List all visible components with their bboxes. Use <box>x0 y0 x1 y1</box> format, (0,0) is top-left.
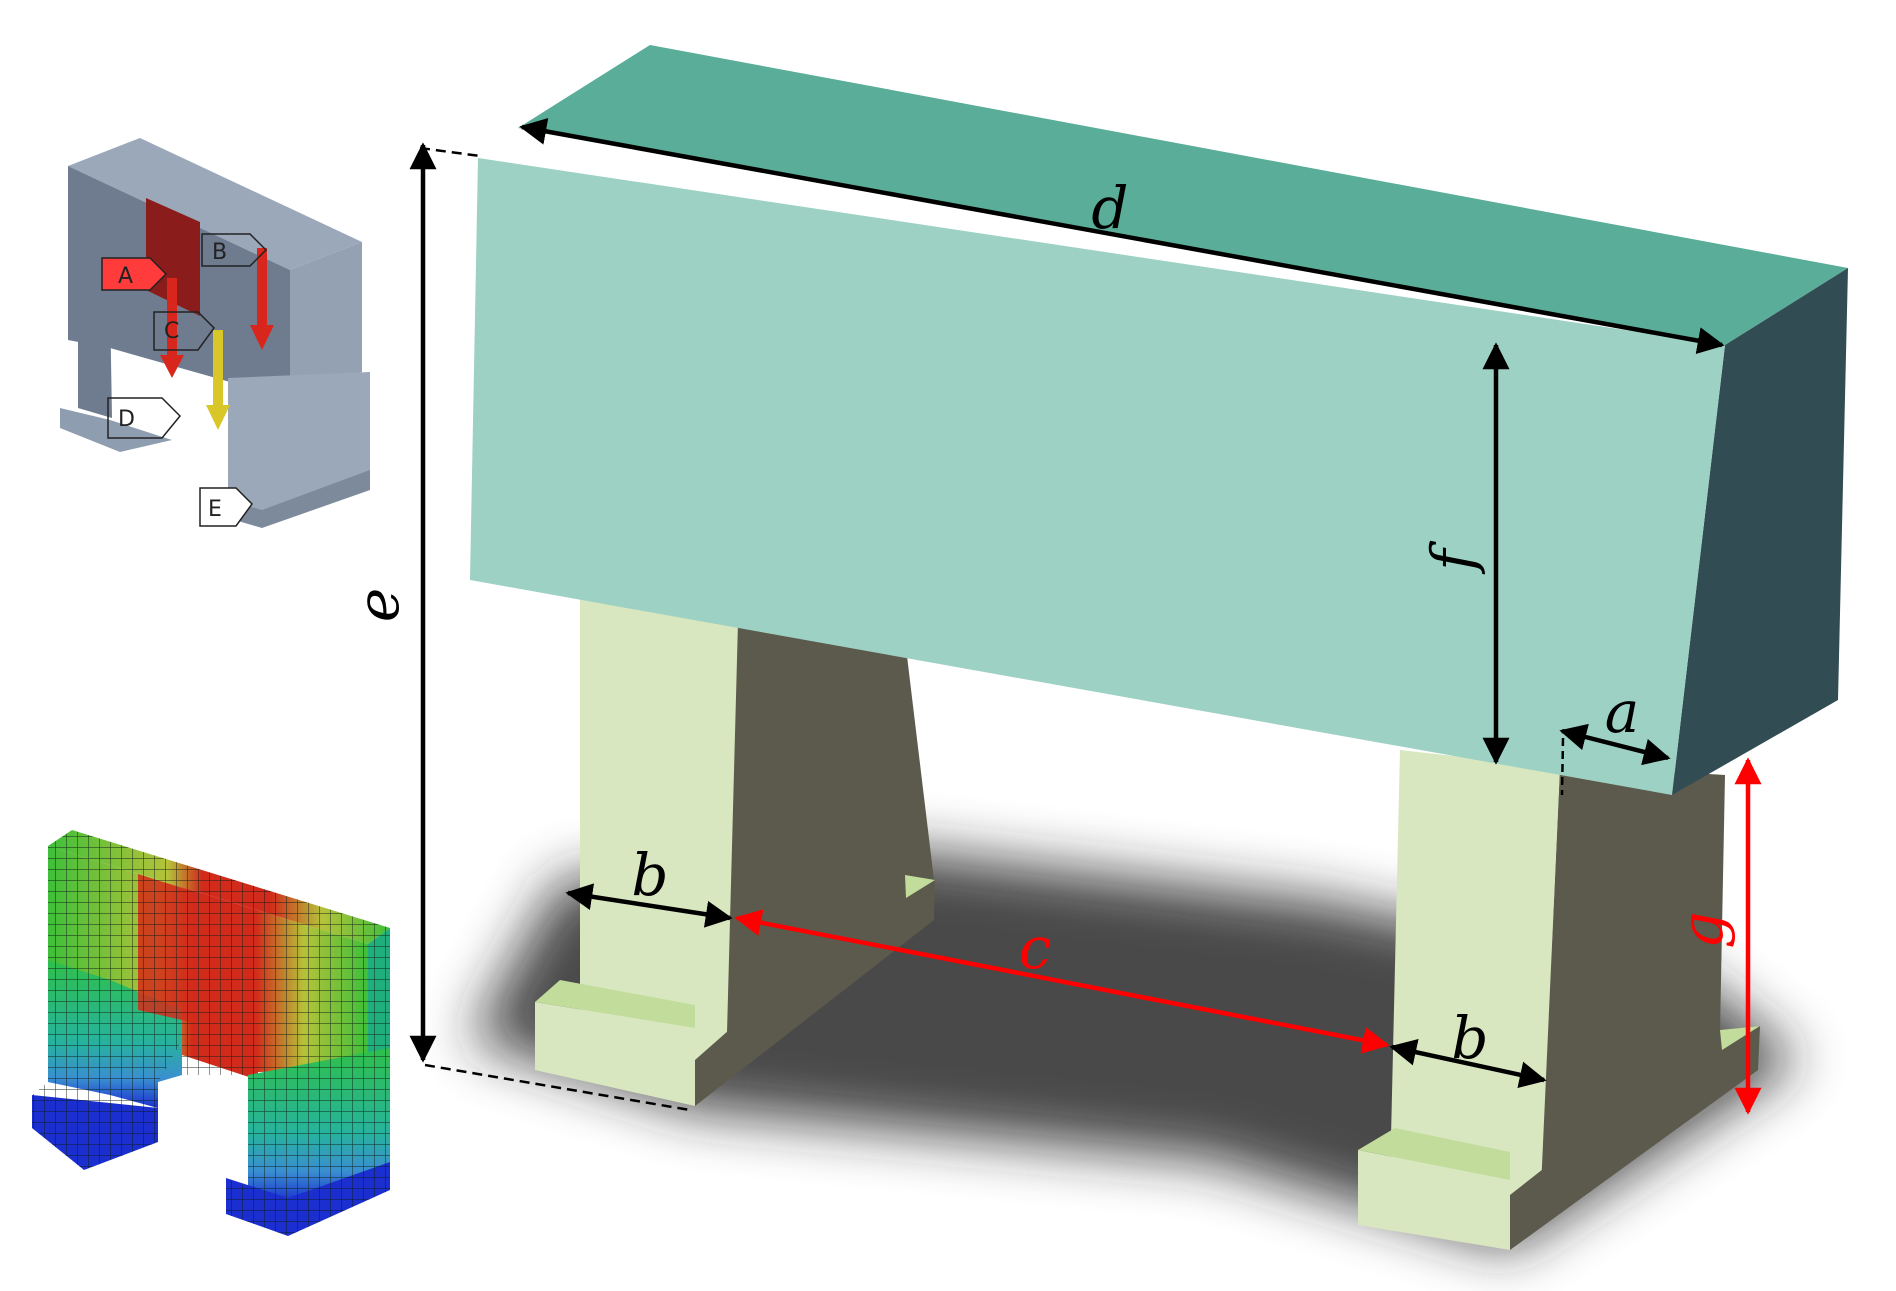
dimension-line-b-right <box>1389 1038 1547 1089</box>
load-model-left-leg <box>78 298 112 418</box>
right-foot-front <box>1358 1150 1510 1250</box>
fea-mesh-inset <box>32 830 390 1236</box>
svg-text:D: D <box>118 407 135 432</box>
svg-text:A: A <box>118 264 133 289</box>
main-structure <box>470 45 1848 1250</box>
dimension-line-b-left <box>565 883 733 928</box>
dimension-line-c <box>734 909 1390 1054</box>
left-foot-front <box>535 1002 695 1106</box>
load-model-right <box>290 242 362 392</box>
load-tag-e: E <box>199 487 253 527</box>
right-column <box>1358 750 1760 1250</box>
load-arrow-a-head <box>160 355 184 378</box>
fea-mesh-overlay <box>32 830 390 1236</box>
dimension-line-a <box>1559 723 1671 766</box>
dimension-label-c: c <box>1019 914 1051 982</box>
dimension-label-a: a <box>1605 678 1640 746</box>
dimension-label-g: g <box>1668 911 1736 948</box>
e-extension-top <box>419 146 481 158</box>
load-model-top <box>68 138 362 270</box>
right-column-front <box>1390 750 1560 1210</box>
dimension-label-d: d <box>1091 174 1128 242</box>
right-column-side <box>1510 765 1725 1250</box>
load-tag-d: D <box>107 397 182 439</box>
load-tag-c: C <box>153 311 215 351</box>
dimensions: e d f a b b c g <box>344 118 1762 1115</box>
load-tag-a: A <box>101 257 168 291</box>
beam-side-face <box>1672 268 1848 795</box>
right-foot-side <box>1510 1026 1760 1250</box>
dimension-label-e: e <box>344 588 412 622</box>
a-extension-line <box>1560 737 1565 796</box>
svg-text:E: E <box>208 497 222 522</box>
dimension-label-b-left: b <box>631 841 668 909</box>
load-model-highlight-band <box>146 198 200 316</box>
dimension-line-d <box>519 118 1725 354</box>
svg-text:B: B <box>212 240 227 265</box>
load-model-right-leg <box>228 372 370 520</box>
load-model-inset: A B C D E <box>60 138 370 528</box>
dimension-label-b-right: b <box>1451 1004 1488 1072</box>
e-extension-bottom <box>424 1063 691 1112</box>
left-foot-step-top <box>535 980 695 1028</box>
right-foot-step-top <box>1358 1128 1510 1180</box>
load-model-left-foot <box>60 408 172 452</box>
load-arrow-b-head <box>250 325 274 350</box>
load-model-right-foot <box>228 470 370 528</box>
left-column-step <box>905 875 935 898</box>
load-tag-b: B <box>201 233 268 267</box>
svg-text:C: C <box>164 319 179 344</box>
load-arrow-c-head <box>206 405 230 430</box>
left-column-front <box>580 592 738 1070</box>
